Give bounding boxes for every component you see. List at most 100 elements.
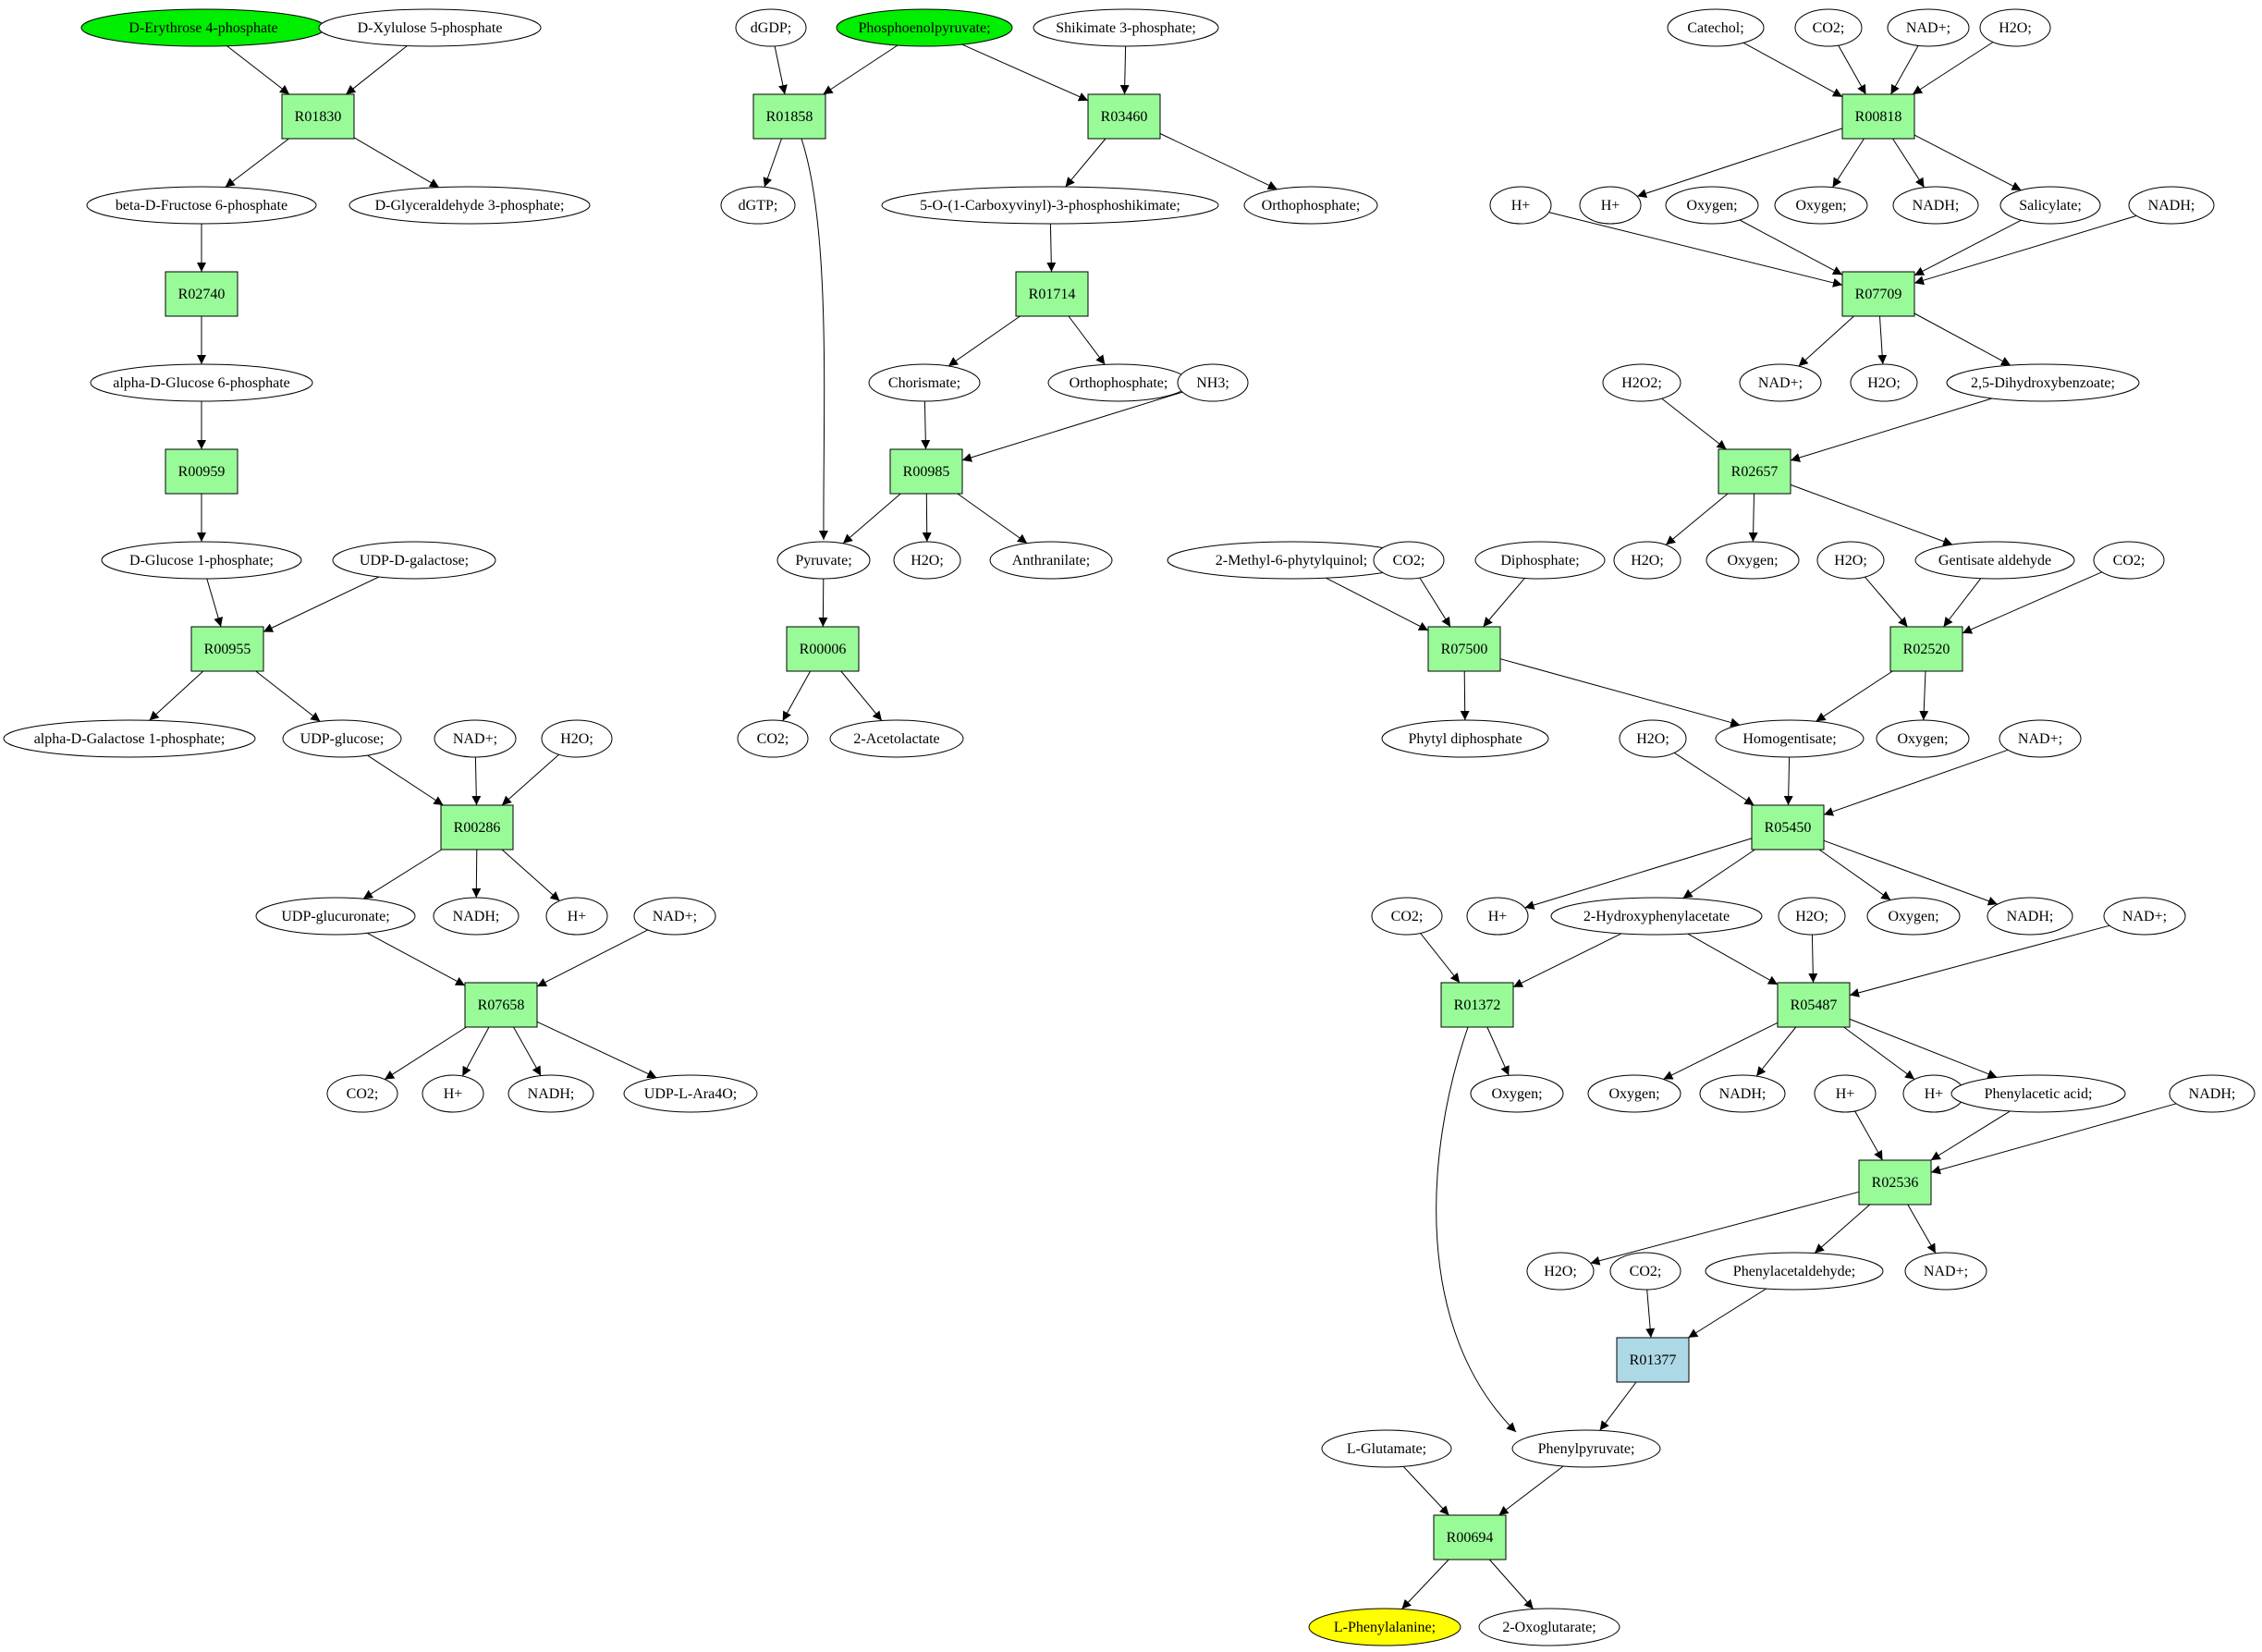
compound-node-c-h-5450[interactable]: H+ xyxy=(1466,897,1529,936)
compound-node-c-co2-1372[interactable]: CO2; xyxy=(1371,897,1443,936)
reaction-node-r00959[interactable]: R00959 xyxy=(165,448,238,495)
reaction-node-r00985[interactable]: R00985 xyxy=(889,448,963,495)
reaction-node-r01377[interactable]: R01377 xyxy=(1616,1337,1690,1383)
compound-node-c-h-7658[interactable]: H+ xyxy=(422,1074,484,1113)
compound-node-c-pi-3460[interactable]: Orthophosphate; xyxy=(1243,186,1378,225)
compound-node-c-g1p[interactable]: D-Glucose 1-phosphate; xyxy=(101,541,302,580)
compound-node-c-g6p[interactable]: alpha-D-Glucose 6-phosphate xyxy=(90,363,313,402)
compound-node-c-co2-818[interactable]: CO2; xyxy=(1794,8,1863,47)
compound-node-c-h-a[interactable]: H+ xyxy=(1489,186,1552,225)
reaction-node-r07658[interactable]: R07658 xyxy=(464,982,538,1028)
reaction-node-r07709[interactable]: R07709 xyxy=(1841,271,1915,317)
compound-node-c-x5p[interactable]: D-Xylulose 5-phosphate xyxy=(318,8,542,47)
compound-node-c-dgtp[interactable]: dGTP; xyxy=(720,186,796,225)
compound-node-c-phpyr[interactable]: Phenylpyruvate; xyxy=(1511,1429,1661,1468)
compound-node-c-phac[interactable]: Phenylacetic acid; xyxy=(1950,1074,2126,1113)
compound-node-c-co2-7658[interactable]: CO2; xyxy=(326,1074,398,1113)
compound-node-c-acetolac[interactable]: 2-Acetolactate xyxy=(829,719,964,758)
compound-node-c-h2o-2536[interactable]: H2O; xyxy=(1526,1252,1595,1291)
compound-node-c-h2o-2520[interactable]: H2O; xyxy=(1816,541,1885,580)
compound-node-c-e4p[interactable]: D-Erythrose 4-phosphate xyxy=(80,8,326,47)
compound-node-c-udpara[interactable]: UDP-L-Ara4O; xyxy=(623,1074,758,1113)
compound-node-c-h2o2[interactable]: H2O2; xyxy=(1602,363,1681,402)
compound-node-c-h-5487[interactable]: H+ xyxy=(1902,1074,1965,1113)
compound-node-c-chor[interactable]: Chorismate; xyxy=(868,363,981,402)
compound-node-c-nadh-818[interactable]: NADH; xyxy=(1892,186,1979,225)
compound-node-c-co2-6[interactable]: CO2; xyxy=(737,719,809,758)
reaction-node-r05450[interactable]: R05450 xyxy=(1751,804,1825,850)
compound-node-c-h2o-5450[interactable]: H2O; xyxy=(1619,719,1687,758)
compound-node-c-nadh-5487[interactable]: NADH; xyxy=(1699,1074,1786,1113)
reaction-node-r02536[interactable]: R02536 xyxy=(1858,1159,1932,1205)
compound-node-c-udpgal[interactable]: UDP-D-galactose; xyxy=(332,541,496,580)
compound-node-c-co2-7500[interactable]: CO2; xyxy=(1373,541,1445,580)
compound-node-c-nadh-5450[interactable]: NADH; xyxy=(1987,897,2073,936)
compound-node-c-h2o-5487[interactable]: H2O; xyxy=(1778,897,1846,936)
compound-node-c-lglu[interactable]: L-Glutamate; xyxy=(1321,1429,1452,1468)
compound-node-c-oxy-1372[interactable]: Oxygen; xyxy=(1470,1074,1564,1113)
reaction-node-r01858[interactable]: R01858 xyxy=(752,93,826,140)
compound-node-c-dgdp[interactable]: dGDP; xyxy=(735,8,807,47)
compound-node-c-gal1p[interactable]: alpha-D-Galactose 1-phosphate; xyxy=(3,719,256,758)
compound-node-c-oxy-5487[interactable]: Oxygen; xyxy=(1587,1074,1681,1113)
compound-node-c-nadh-7658[interactable]: NADH; xyxy=(507,1074,594,1113)
compound-node-c-mpq[interactable]: 2-Methyl-6-phytylquinol; xyxy=(1167,541,1416,580)
compound-node-c-g3p[interactable]: D-Glyceraldehyde 3-phosphate; xyxy=(348,186,591,225)
reaction-node-r03460[interactable]: R03460 xyxy=(1087,93,1161,140)
reaction-node-r07500[interactable]: R07500 xyxy=(1427,626,1501,672)
compound-node-c-udpgca[interactable]: UDP-glucuronate; xyxy=(255,897,416,936)
compound-node-c-2hpa[interactable]: 2-Hydroxyphenylacetate xyxy=(1550,897,1763,936)
reaction-node-r01372[interactable]: R01372 xyxy=(1440,982,1514,1028)
compound-node-c-oxy-5450[interactable]: Oxygen; xyxy=(1866,897,1961,936)
reaction-node-r02740[interactable]: R02740 xyxy=(165,271,238,317)
compound-node-c-pi-1714[interactable]: Orthophosphate; xyxy=(1047,363,1190,402)
compound-node-c-oxy-a[interactable]: Oxygen; xyxy=(1665,186,1759,225)
compound-node-c-nad-5487[interactable]: NAD+; xyxy=(2103,897,2186,936)
compound-node-c-nad-5450[interactable]: NAD+; xyxy=(1999,719,2082,758)
compound-node-c-oxy-b[interactable]: Oxygen; xyxy=(1774,186,1868,225)
compound-node-c-h2o-286[interactable]: H2O; xyxy=(541,719,613,758)
compound-node-c-nad-2536[interactable]: NAD+; xyxy=(1904,1252,1987,1291)
reaction-node-r00955[interactable]: R00955 xyxy=(190,626,264,672)
compound-node-c-gentald[interactable]: Gentisate aldehyde xyxy=(1914,541,2075,580)
reaction-node-r00006[interactable]: R00006 xyxy=(786,626,860,672)
compound-node-c-lphe[interactable]: L-Phenylalanine; xyxy=(1308,1608,1461,1646)
compound-node-c-catechol[interactable]: Catechol; xyxy=(1667,8,1765,47)
compound-node-c-h2o-818[interactable]: H2O; xyxy=(1979,8,2051,47)
reaction-node-r01830[interactable]: R01830 xyxy=(281,93,355,140)
reaction-node-r00286[interactable]: R00286 xyxy=(440,804,514,850)
compound-node-c-nadh-286[interactable]: NADH; xyxy=(433,897,520,936)
compound-node-c-oxy-2520[interactable]: Oxygen; xyxy=(1876,719,1970,758)
compound-node-c-h2o-2657[interactable]: H2O; xyxy=(1613,541,1681,580)
compound-node-c-udpglc[interactable]: UDP-glucose; xyxy=(282,719,402,758)
reaction-node-r02520[interactable]: R02520 xyxy=(1889,626,1963,672)
compound-node-c-dhb[interactable]: 2,5-Dihydroxybenzoate; xyxy=(1946,363,2140,402)
compound-node-c-pyr[interactable]: Pyruvate; xyxy=(776,541,871,580)
compound-node-c-s3p[interactable]: Shikimate 3-phosphate; xyxy=(1033,8,1219,47)
compound-node-c-h-2536in[interactable]: H+ xyxy=(1814,1074,1877,1113)
reaction-node-r00818[interactable]: R00818 xyxy=(1841,93,1915,140)
compound-node-c-phacald[interactable]: Phenylacetaldehyde; xyxy=(1705,1252,1884,1291)
compound-node-c-h-b[interactable]: H+ xyxy=(1579,186,1642,225)
compound-node-c-h2o-985[interactable]: H2O; xyxy=(893,541,961,580)
compound-node-c-phytpp[interactable]: Phytyl diphosphate xyxy=(1381,719,1549,758)
compound-node-c-anth[interactable]: Anthranilate; xyxy=(989,541,1113,580)
compound-node-c-nadh-2536[interactable]: NADH; xyxy=(2169,1074,2256,1113)
compound-node-c-ppi[interactable]: Diphosphate; xyxy=(1474,541,1606,580)
compound-node-c-h-286[interactable]: H+ xyxy=(545,897,608,936)
compound-node-c-2og[interactable]: 2-Oxoglutarate; xyxy=(1478,1608,1620,1646)
compound-node-c-salic[interactable]: Salicylate; xyxy=(1999,186,2101,225)
reaction-node-r05487[interactable]: R05487 xyxy=(1777,982,1851,1028)
reaction-node-r02657[interactable]: R02657 xyxy=(1718,448,1791,495)
reaction-node-r00694[interactable]: R00694 xyxy=(1433,1514,1507,1560)
compound-node-c-nad-7709[interactable]: NAD+; xyxy=(1739,363,1822,402)
compound-node-c-co2-1377[interactable]: CO2; xyxy=(1609,1252,1681,1291)
compound-node-c-f6p[interactable]: beta-D-Fructose 6-phosphate xyxy=(86,186,317,225)
compound-node-c-oxy-2657[interactable]: Oxygen; xyxy=(1706,541,1800,580)
compound-node-c-nad-286[interactable]: NAD+; xyxy=(434,719,517,758)
compound-node-c-pep[interactable]: Phosphoenolpyruvate; xyxy=(836,8,1013,47)
compound-node-c-co2-2520[interactable]: CO2; xyxy=(2093,541,2165,580)
compound-node-c-nh3[interactable]: NH3; xyxy=(1177,363,1249,402)
compound-node-c-epsp[interactable]: 5-O-(1-Carboxyvinyl)-3-phosphoshikimate; xyxy=(881,186,1219,225)
compound-node-c-nad-818[interactable]: NAD+; xyxy=(1887,8,1970,47)
